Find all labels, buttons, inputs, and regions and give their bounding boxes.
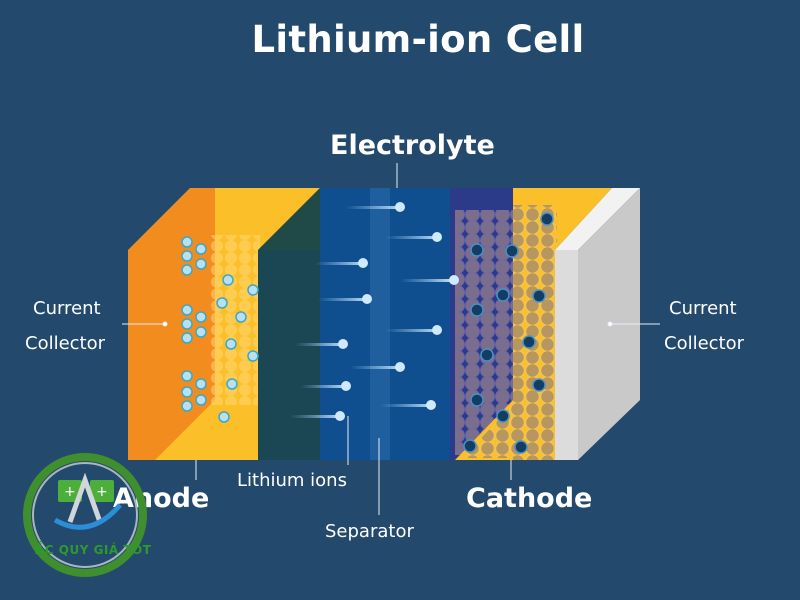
anode-current-collector bbox=[128, 188, 215, 460]
leader-lines bbox=[122, 163, 660, 515]
anode-side-face bbox=[258, 188, 320, 460]
anode-positive-ions bbox=[181, 236, 259, 423]
separator-membrane bbox=[370, 188, 390, 460]
electrolyte-region bbox=[258, 188, 450, 460]
cathode-negative-charges bbox=[463, 212, 554, 454]
current-collector-left-label-line1: Current bbox=[33, 298, 101, 319]
diagram-title: Lithium-ion Cell bbox=[251, 18, 585, 61]
cathode-layer bbox=[450, 188, 612, 460]
lithium-ion-streaks bbox=[290, 202, 459, 421]
lithium-ions-label: Lithium ions bbox=[237, 470, 347, 491]
svg-text:+: + bbox=[96, 484, 108, 500]
svg-text:+: + bbox=[64, 484, 76, 500]
current-collector-right-label-line1: Current bbox=[669, 298, 737, 319]
logo-text: ẮC QUY GIÁ TỐT bbox=[35, 543, 152, 557]
current-collector-left-label-line2: Collector bbox=[25, 333, 106, 354]
anode-layer bbox=[155, 188, 320, 460]
cathode-label: Cathode bbox=[466, 483, 593, 514]
battery-logo-icon: + + bbox=[23, 453, 147, 577]
current-collector-right-label-line2: Collector bbox=[664, 333, 745, 354]
electrolyte-label: Electrolyte bbox=[330, 130, 495, 161]
separator-label: Separator bbox=[325, 521, 414, 542]
